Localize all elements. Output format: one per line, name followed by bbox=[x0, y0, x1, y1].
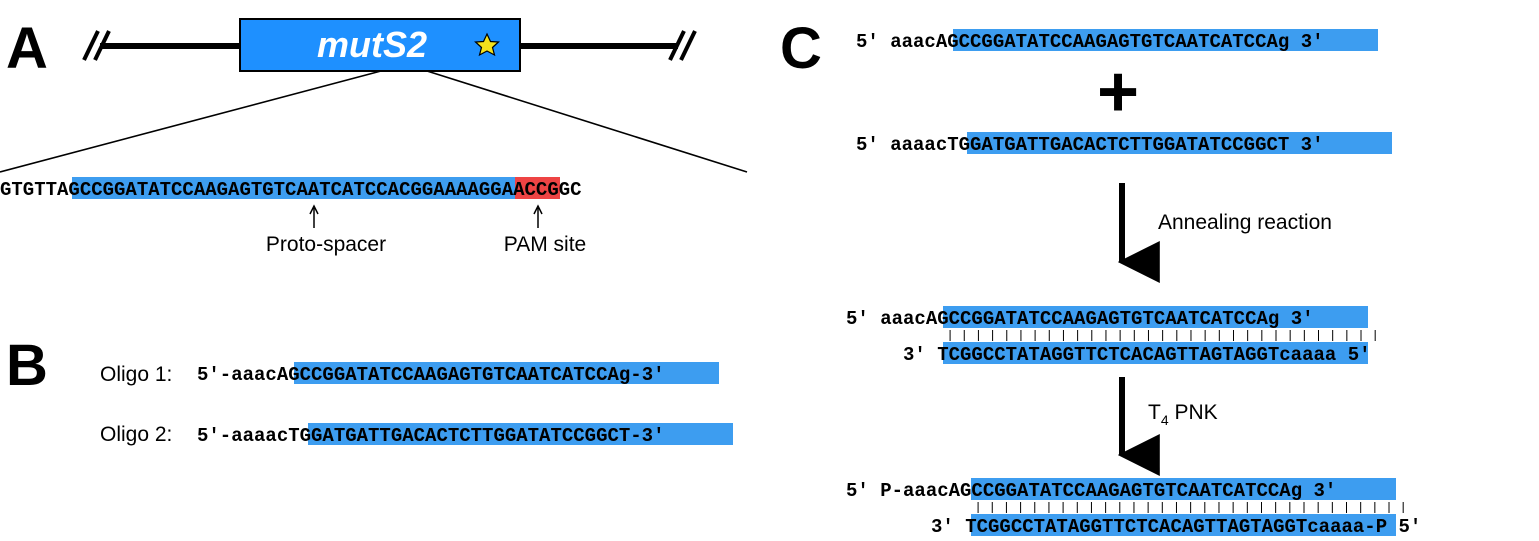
target-sequence: GTGTTAGCCGGATATCCAAGAGTGTCAATCATCCACGGAA… bbox=[0, 177, 582, 201]
gene-name: mutS2 bbox=[317, 24, 427, 65]
oligo-1: Oligo 1: 5'-aaacAGCCGGATATCCAAGAGTGTCAAT… bbox=[100, 362, 719, 386]
panel-label-a: A bbox=[6, 16, 48, 81]
panel-label-c: C bbox=[780, 16, 822, 81]
seq-flank-left: GTGTT bbox=[0, 179, 57, 201]
input-oligo-top-sequence: 5' aaacAGCCGGATATCCAAGAGTGTCAATCATCCAg 3… bbox=[856, 31, 1324, 53]
zoom-line-right bbox=[426, 70, 748, 173]
oligo-2-highlight bbox=[308, 423, 733, 445]
seq-pam: CGG bbox=[399, 179, 433, 201]
annealed-duplex: 5' aaacAGCCGGATATCCAAGAGTGTCAATCATCCAg 3… bbox=[846, 306, 1376, 366]
input-oligo-bottom: 5' aaaacTGGATGATTGACACTCTTGGATATCCGGCT 3… bbox=[856, 132, 1392, 156]
target-sequence-text: GTGTTAGCCGGATATCCAAGAGTGTCAATCATCCACGGAA… bbox=[0, 179, 582, 201]
break-mark-left bbox=[82, 30, 100, 61]
protospacer-pointer-head bbox=[309, 204, 319, 215]
annealed-bottom-highlight bbox=[943, 342, 1368, 364]
zoom-line-left bbox=[0, 70, 382, 173]
base-pair-ticks bbox=[977, 502, 1404, 513]
phosphorylated-bottom-strand: 3' TCGGCCTATAGGTTCTCACAGTTAGTAGGTcaaaa-P… bbox=[931, 516, 1421, 538]
oligo-2-label: Oligo 2: bbox=[100, 423, 172, 446]
gene-box bbox=[239, 18, 521, 72]
mutation-star-icon bbox=[474, 32, 500, 57]
oligo-1-label: Oligo 1: bbox=[100, 363, 172, 386]
seq-flank-right: AAAAGGAACCGGC bbox=[433, 179, 581, 201]
protospacer-label: Proto-spacer bbox=[266, 233, 386, 256]
oligo-2-sequence: 5'-aaaacTGGATGATTGACACTCTTGGATATCCGGCT-3… bbox=[197, 425, 665, 447]
annealing-step-label: Annealing reaction bbox=[1158, 211, 1332, 234]
phosphorylated-top-strand: 5' P-aaacAGCCGGATATCCAAGAGTGTCAATCATCCAg… bbox=[846, 480, 1336, 502]
plus-sign: + bbox=[1097, 52, 1139, 132]
break-mark-right bbox=[679, 30, 697, 61]
oligo-2: Oligo 2: 5'-aaaacTGGATGATTGACACTCTTGGATA… bbox=[100, 423, 733, 447]
phosphorylated-top-highlight bbox=[971, 478, 1396, 500]
pam-highlight bbox=[515, 177, 560, 199]
protospacer-highlight bbox=[72, 177, 516, 199]
pam-site-label: PAM site bbox=[504, 233, 586, 256]
break-mark-right bbox=[668, 30, 686, 61]
annealed-bottom-strand: 3' TCGGCCTATAGGTTCTCACAGTTAGTAGGTcaaaa 5… bbox=[903, 344, 1371, 366]
panel-label-b: B bbox=[6, 333, 48, 398]
input-oligo-top-highlight bbox=[953, 29, 1378, 51]
break-mark-left bbox=[93, 30, 111, 61]
base-pair-ticks bbox=[949, 330, 1376, 341]
gene-locus-diagram: mutS2 bbox=[0, 18, 748, 173]
annealed-top-strand: 5' aaacAGCCGGATATCCAAGAGTGTCAATCATCCAg 3… bbox=[846, 308, 1314, 330]
oligo-1-highlight bbox=[294, 362, 719, 384]
seq-protospacer: AGCCGGATATCCAAGAGTGTCAATCATCCA bbox=[57, 179, 400, 201]
input-oligo-bottom-highlight bbox=[967, 132, 1392, 154]
pam-pointer-head bbox=[533, 204, 543, 215]
phosphorylated-bottom-highlight bbox=[971, 514, 1396, 536]
phosphorylated-duplex: 5' P-aaacAGCCGGATATCCAAGAGTGTCAATCATCCAg… bbox=[846, 478, 1421, 538]
input-oligo-bottom-sequence: 5' aaaacTGGATGATTGACACTCTTGGATATCCGGCT 3… bbox=[856, 134, 1324, 156]
t4-pnk-label: T4 PNK bbox=[1148, 401, 1218, 428]
input-oligo-top: 5' aaacAGCCGGATATCCAAGAGTGTCAATCATCCAg 3… bbox=[856, 29, 1378, 53]
oligo-1-sequence: 5'-aaacAGCCGGATATCCAAGAGTGTCAATCATCCAg-3… bbox=[197, 364, 665, 386]
annealed-top-highlight bbox=[943, 306, 1368, 328]
